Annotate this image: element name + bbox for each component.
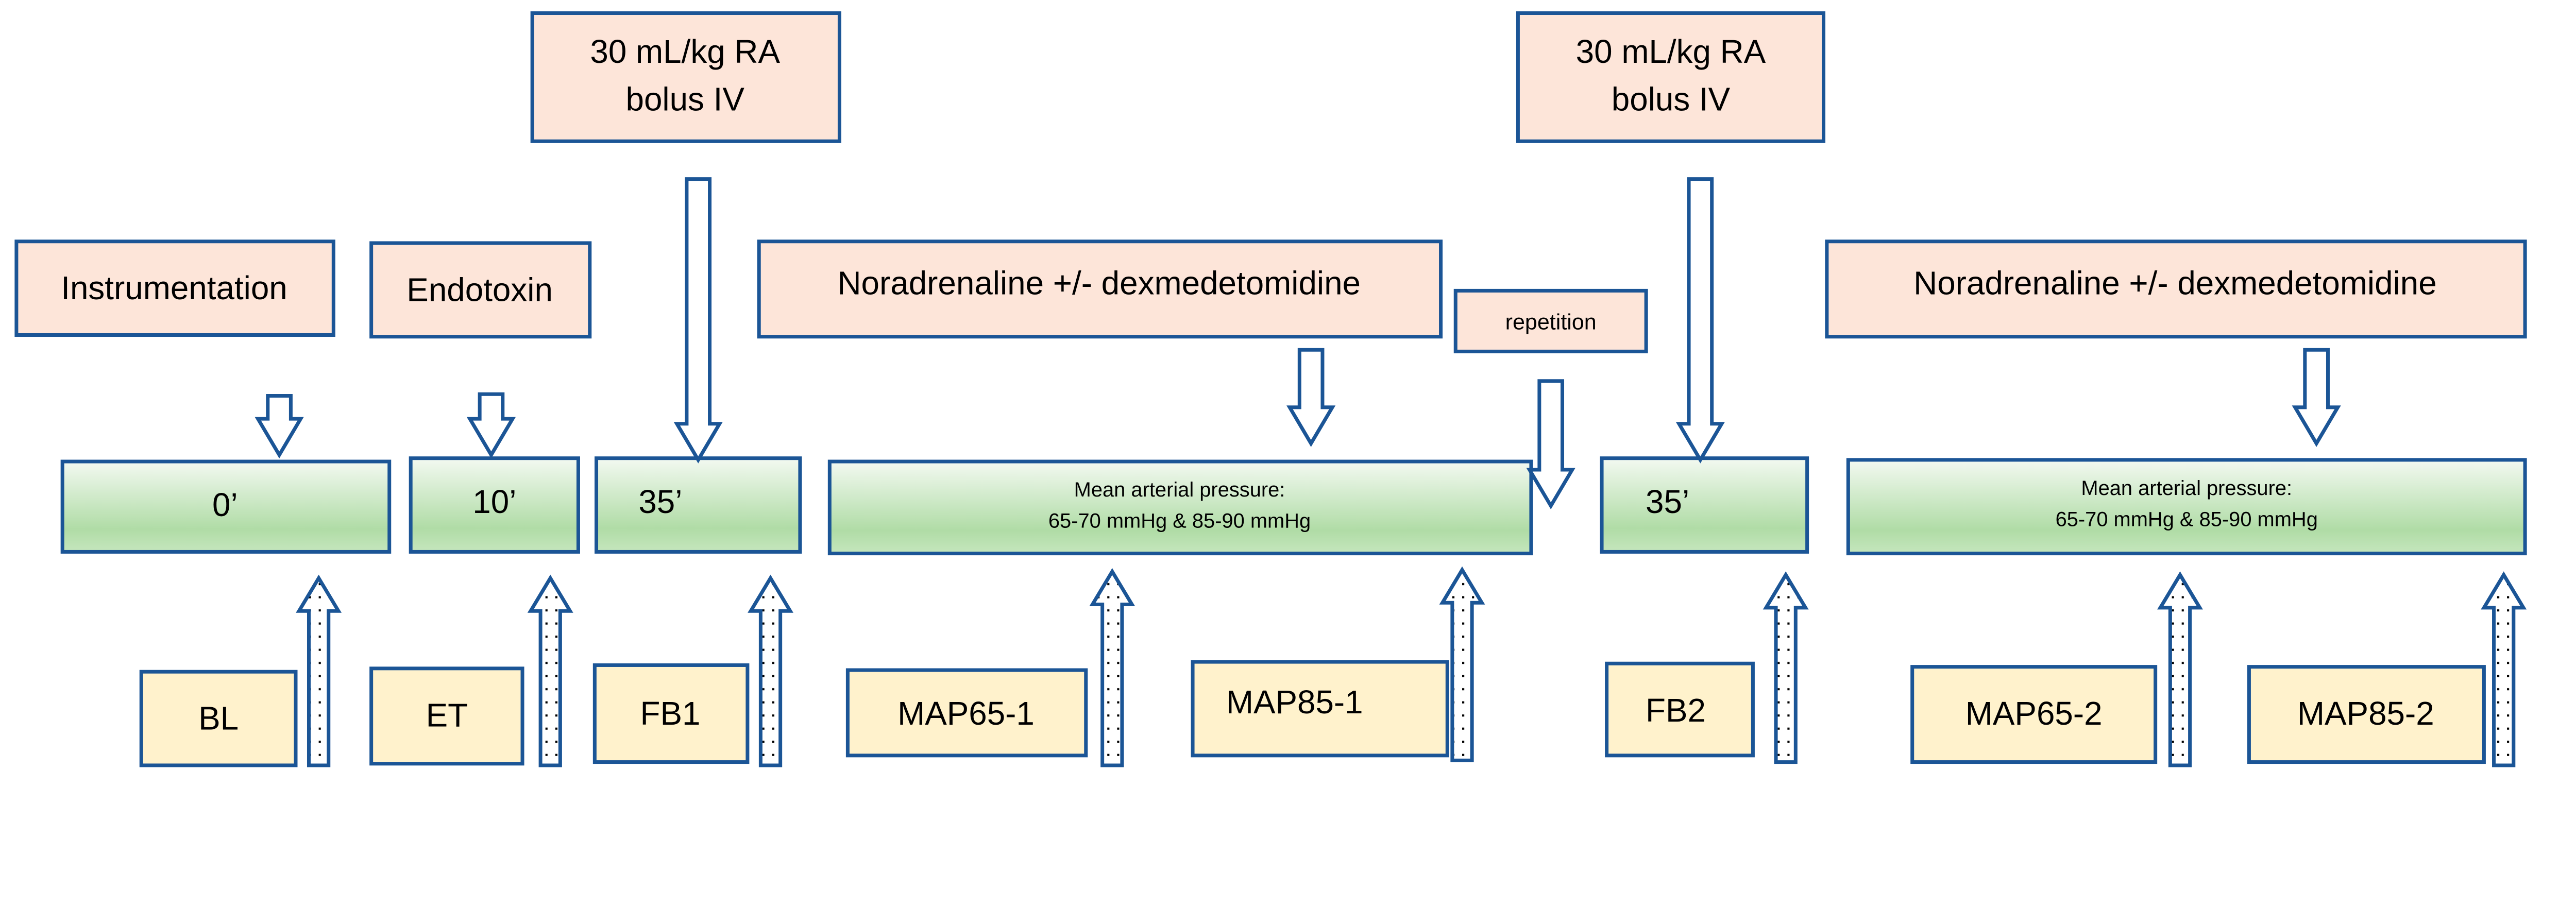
event-label-line2: bolus IV [1612,81,1731,118]
arrows-layer [255,177,2527,767]
event-bolus-2: 30 mL/kg RA bolus IV [1516,11,1826,143]
time-10: 10’ [409,456,580,554]
time-35-first: 35’ [595,456,802,554]
time-label: 35’ [638,483,682,520]
sample-label: FB2 [1646,692,1706,729]
dotted-up-arrow-icon [1439,566,1485,762]
hollow-down-arrow-icon [1286,348,1336,447]
sample-et: ET [369,666,524,766]
time-35-second: 35’ [1600,456,1809,554]
hollow-down-arrow-icon [673,177,723,464]
sample-label: MAP85-1 [1226,683,1363,721]
sample-map65-1: MAP65-1 [845,668,1088,758]
sample-fb2: FB2 [1605,661,1755,758]
dotted-up-arrow-icon [1762,571,1809,764]
event-label: Noradrenaline +/- dexmedetomidine [1913,265,2437,302]
sample-label: BL [198,700,239,737]
sample-label: MAP65-1 [897,695,1035,732]
sample-map85-2: MAP85-2 [2247,665,2486,764]
event-noradrenaline-2: Noradrenaline +/- dexmedetomidine [1825,239,2527,339]
event-label-line2: bolus IV [626,81,745,118]
dotted-up-arrow-icon [748,574,793,767]
event-label-line1: 30 mL/kg RA [590,33,780,70]
hollow-down-arrow-icon [1675,177,1725,464]
event-label: Noradrenaline +/- dexmedetomidine [838,265,1361,302]
map-label-line2: 65-70 mmHg & 85-90 mmHg [1048,510,1311,533]
sample-map65-2: MAP65-2 [1910,665,2158,764]
dotted-up-arrow-icon [527,574,573,767]
hollow-down-arrow-icon [255,393,304,459]
map-label-line1: Mean arterial pressure: [2081,477,2292,500]
sample-bl: BL [139,670,298,767]
map-phase-2: Mean arterial pressure: 65-70 mmHg & 85-… [1846,458,2527,556]
event-endotoxin: Endotoxin [369,241,592,339]
sample-fb1: FB1 [592,663,750,764]
map-phase-1: Mean arterial pressure: 65-70 mmHg & 85-… [827,459,1533,556]
event-instrumentation: Instrumentation [14,239,335,337]
hollow-down-arrow-icon [1526,379,1575,510]
sample-label: ET [426,696,468,733]
sample-label: FB1 [640,695,701,732]
event-label: repetition [1505,310,1597,335]
time-label: 35’ [1646,483,1689,520]
map-label-line2: 65-70 mmHg & 85-90 mmHg [2056,508,2318,531]
time-0: 0’ [60,459,392,554]
sample-map85-1: MAP85-1 [1191,660,1449,758]
event-label-line1: 30 mL/kg RA [1576,33,1766,70]
event-label: Instrumentation [61,269,287,306]
experimental-protocol-diagram: Instrumentation Endotoxin 30 mL/kg RA bo… [14,11,2527,767]
event-repetition: repetition [1453,288,1648,353]
event-bolus-1: 30 mL/kg RA bolus IV [530,11,841,143]
sample-label: MAP65-2 [1965,695,2103,732]
hollow-down-arrow-icon [2292,348,2341,447]
time-label: 10’ [472,483,516,520]
hollow-down-arrow-icon [466,392,516,459]
event-label: Endotoxin [406,271,553,308]
sample-label: MAP85-2 [2297,695,2434,732]
map-label-line1: Mean arterial pressure: [1074,478,1285,501]
event-noradrenaline-1: Noradrenaline +/- dexmedetomidine [757,239,1443,339]
dotted-up-arrow-icon [1089,568,1136,767]
time-label: 0’ [212,486,238,523]
dotted-up-arrow-icon [296,574,342,767]
dotted-up-arrow-icon [2481,571,2527,767]
dotted-up-arrow-icon [2157,571,2203,767]
